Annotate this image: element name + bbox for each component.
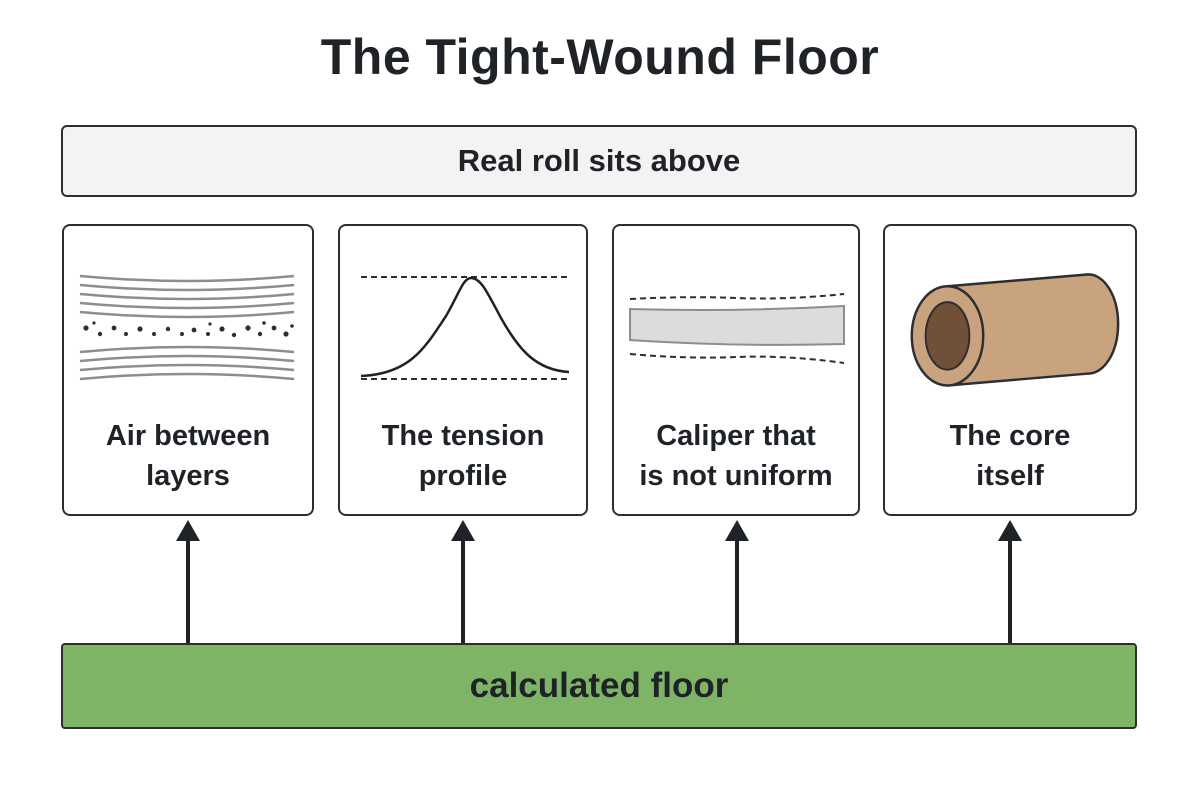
real-roll-box: Real roll sits above xyxy=(61,125,1137,197)
card-core-itself: The core itself xyxy=(883,224,1137,516)
up-arrow-2 xyxy=(451,520,475,643)
card-tension-profile: The tension profile xyxy=(338,224,588,516)
card-label: The core itself xyxy=(949,420,1071,492)
up-arrow-4 xyxy=(998,520,1022,643)
calculated-floor-label: calculated floor xyxy=(469,666,729,705)
air-layers-icon xyxy=(79,274,295,381)
card-label: Air between layers xyxy=(105,420,271,492)
card-caliper-not-uniform: Caliper that is not uniform xyxy=(612,224,860,516)
card-label: The tension profile xyxy=(381,420,545,492)
up-arrow-1 xyxy=(176,520,200,643)
up-arrow-3 xyxy=(725,520,749,643)
card-air-between-layers: Air between layers xyxy=(62,224,314,516)
calculated-floor-box: calculated floor xyxy=(61,643,1137,729)
card-label: Caliper that is not uniform xyxy=(639,420,833,492)
tension-curve-icon xyxy=(360,276,570,380)
core-tube-icon xyxy=(910,273,1120,387)
page-title: The Tight-Wound Floor xyxy=(320,29,880,85)
real-roll-label: Real roll sits above xyxy=(457,143,741,178)
uneven-caliper-icon xyxy=(629,293,845,364)
